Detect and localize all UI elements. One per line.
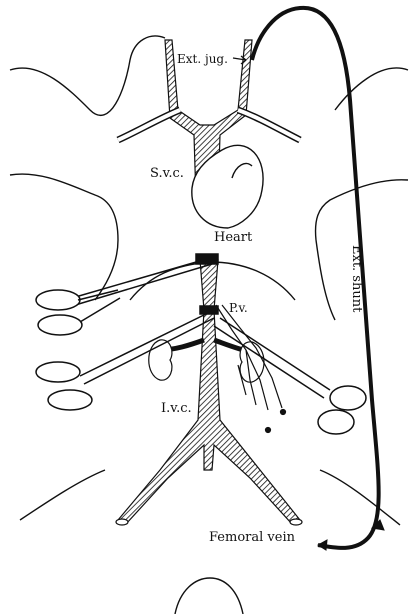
shunt-arrow	[317, 519, 385, 551]
label-ext-jug: Ext. jug.	[177, 52, 228, 66]
clamp-lower	[35, 305, 219, 411]
lower-veins	[117, 259, 301, 525]
external-shunt-tube	[250, 5, 381, 550]
label-heart: Heart	[214, 230, 253, 245]
heart-outline	[191, 144, 264, 229]
ext-jug-pointer	[232, 55, 247, 65]
clamp-right	[213, 317, 367, 435]
body-outline	[9, 35, 409, 614]
label-femoral-vein: Femoral vein	[209, 530, 295, 545]
clamp-upper	[35, 253, 219, 336]
label-ext-shunt: Ext. shunt	[349, 245, 364, 313]
label-ivc: I.v.c.	[161, 401, 192, 416]
label-pv: P.v.	[229, 301, 248, 315]
label-svc: S.v.c.	[150, 166, 184, 181]
femoral-ends	[115, 518, 303, 526]
